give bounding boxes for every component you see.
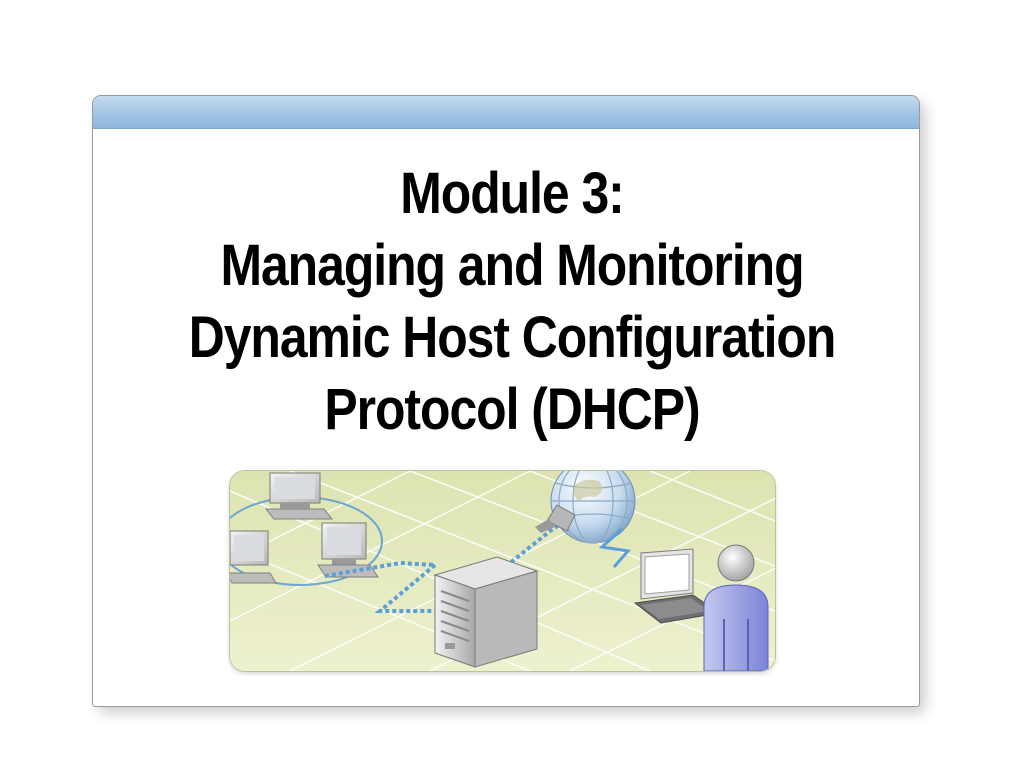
globe-icon xyxy=(535,471,636,544)
server-icon xyxy=(433,556,539,668)
network-link xyxy=(324,519,567,613)
user-icon xyxy=(703,544,769,671)
wireless-link xyxy=(598,527,631,568)
network-illustration xyxy=(229,470,776,672)
workstation-icon xyxy=(317,522,379,578)
header-bar xyxy=(93,96,919,129)
title-line-4: Protocol (DHCP) xyxy=(324,377,700,442)
title-line-2: Managing and Monitoring xyxy=(220,233,804,298)
laptop-icon xyxy=(633,548,721,624)
workstation-icon xyxy=(230,530,277,584)
title-line-3: Dynamic Host Configuration xyxy=(188,305,837,370)
slide-title: Module 3: Managing and Monitoring Dynami… xyxy=(72,158,953,446)
title-line-1: Module 3: xyxy=(400,161,625,226)
workstation-icon xyxy=(264,472,334,520)
